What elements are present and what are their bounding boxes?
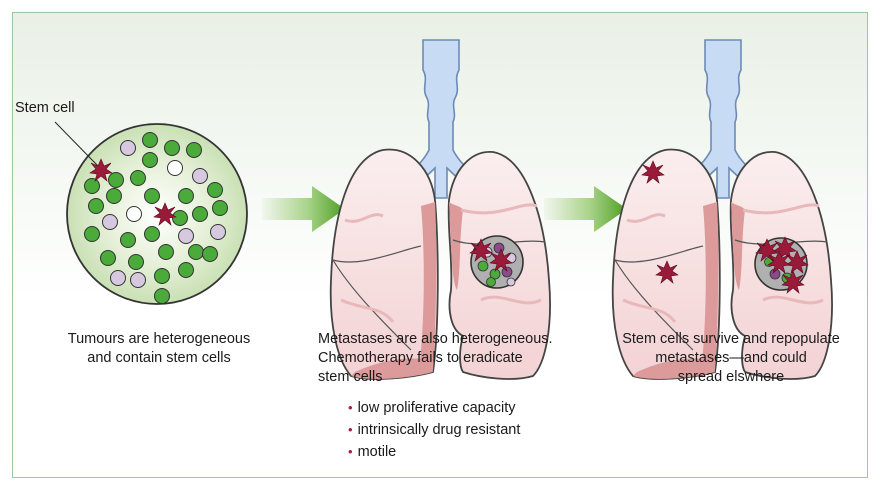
tumour-cell <box>188 244 204 260</box>
tumour-cell <box>202 246 218 262</box>
arrow-1 <box>262 186 345 232</box>
stem-cell-pointer <box>54 121 99 167</box>
tumour-cell <box>154 268 170 284</box>
tumour-cell <box>212 200 228 216</box>
tumour-cell <box>192 168 208 184</box>
tumour-cell <box>186 142 202 158</box>
tumour-cell <box>126 206 142 222</box>
tumour-cell <box>210 224 226 240</box>
tumour-cell <box>120 232 136 248</box>
tumour-cell <box>164 140 180 156</box>
tumour-cell <box>108 172 124 188</box>
tumour-cell <box>120 140 136 156</box>
tumour-cell <box>130 272 146 288</box>
caption-tumours: Tumours are heterogeneous and contain st… <box>67 331 251 366</box>
metastasis-cluster <box>469 235 524 289</box>
lungs-metastases <box>329 38 552 381</box>
tumour-cell <box>102 214 118 230</box>
tumour-cell <box>178 188 194 204</box>
tumour-cell <box>142 152 158 168</box>
tumour-cell <box>100 250 116 266</box>
tumour-cell <box>172 210 188 226</box>
tumour-cell <box>207 182 223 198</box>
tumour-diagram <box>54 121 248 305</box>
stem-cell-label: Stem cell <box>15 100 75 116</box>
stem-cell-properties-list: low proliferative capacity intrinsically… <box>348 397 521 463</box>
bullet-item: motile <box>348 441 520 463</box>
arrow-2 <box>544 186 627 232</box>
tumour-cell <box>178 262 194 278</box>
tumour-cell <box>167 160 183 176</box>
bullet-item: intrinsically drug resistant <box>348 419 521 441</box>
tumour-cell <box>154 288 170 304</box>
tumour-cell <box>158 244 174 260</box>
tumour-cell <box>84 226 100 242</box>
tumour-cell <box>128 254 144 270</box>
tumour-cell <box>142 132 158 148</box>
tumour-cell <box>110 270 126 286</box>
caption-metastases: Metastases are also heterogeneous. Chemo… <box>318 331 553 385</box>
tumour-cell <box>192 206 208 222</box>
metastasis-cluster <box>754 236 809 294</box>
tumour-cell <box>144 226 160 242</box>
lungs-repopulated <box>611 38 834 381</box>
tumour-cell <box>84 178 100 194</box>
bullet-item: low proliferative capacity <box>348 397 520 419</box>
tumour-cell <box>88 198 104 214</box>
tumour-cell <box>178 228 194 244</box>
tumour-cell <box>130 170 146 186</box>
tumour-cells <box>84 132 228 304</box>
caption-survive: Stem cells survive and repopulate metast… <box>622 331 840 385</box>
tumour-cell <box>106 188 122 204</box>
tumour-cell <box>144 188 160 204</box>
